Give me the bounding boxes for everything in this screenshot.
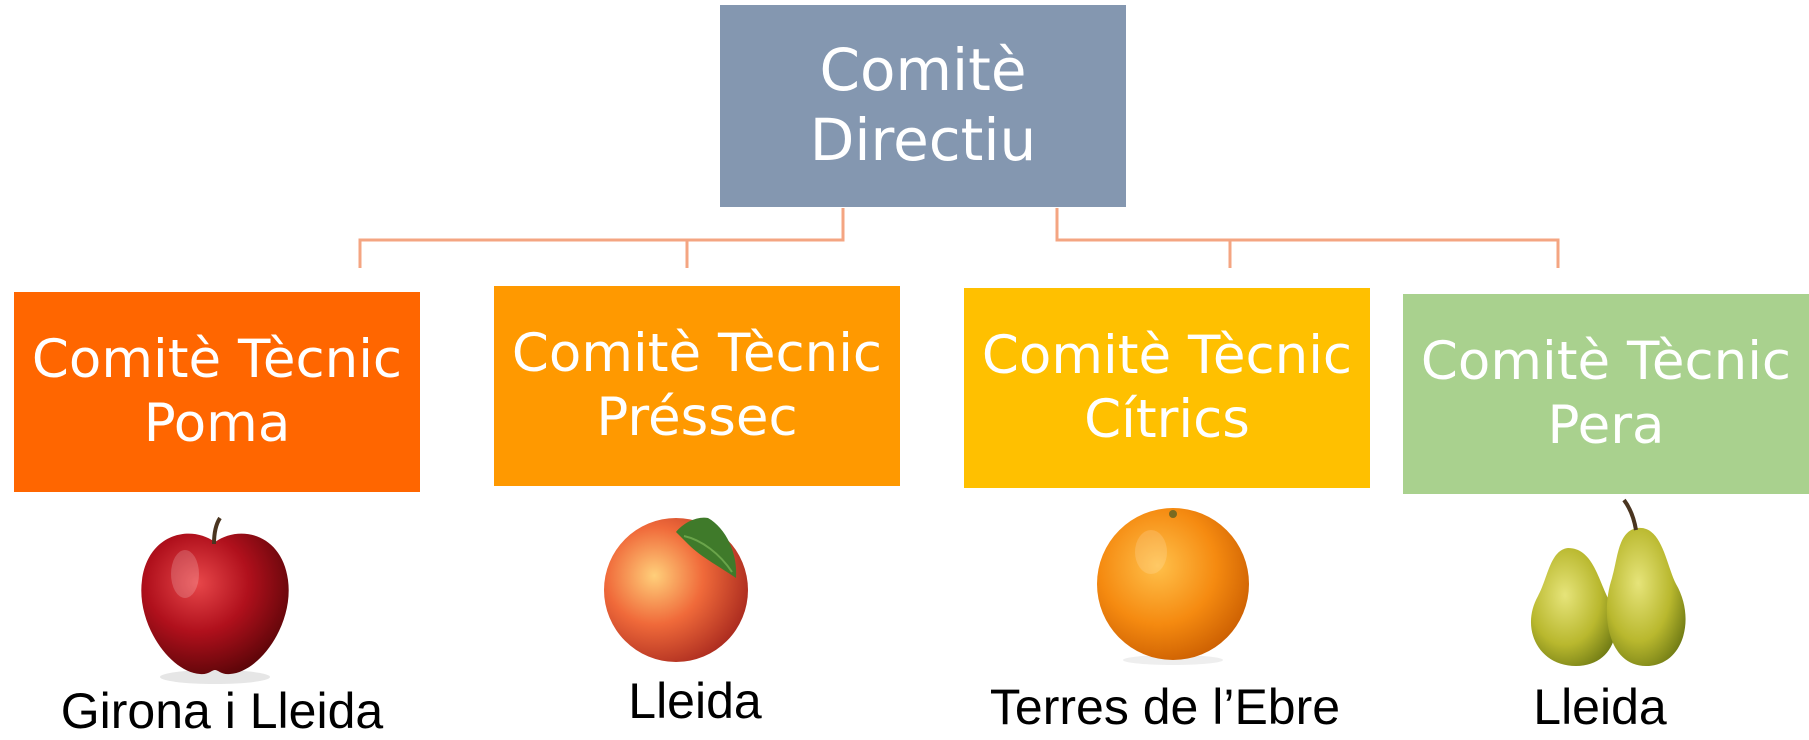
poma-line2: Poma <box>143 393 291 454</box>
comite-tecnic-pera-box: Comitè Tècnic Pera <box>1403 294 1809 494</box>
region-pressec: Lleida <box>628 673 762 729</box>
comite-directiu-box: Comitè Directiu <box>720 5 1126 207</box>
peach-icon <box>604 517 748 662</box>
region-citrics: Terres de l’Ebre <box>989 679 1341 735</box>
citrics-line2: Cítrics <box>1084 389 1250 450</box>
region-poma: Girona i Lleida <box>60 683 384 739</box>
comite-directiu-line2: Directiu <box>809 106 1037 174</box>
apple-icon <box>141 516 289 684</box>
orange-icon <box>1097 508 1249 665</box>
comite-directiu-line1: Comitè <box>819 36 1027 105</box>
comite-tecnic-pressec-box: Comitè Tècnic Préssec <box>494 286 900 486</box>
comite-tecnic-citrics-box: Comitè Tècnic Cítrics <box>964 288 1370 488</box>
pressec-line2: Préssec <box>596 387 798 448</box>
poma-line1: Comitè Tècnic <box>31 329 403 391</box>
connector-right <box>1055 208 1560 268</box>
pears-icon <box>1530 498 1686 666</box>
connector-left <box>358 208 845 268</box>
pera-line2: Pera <box>1547 395 1665 456</box>
citrics-line1: Comitè Tècnic <box>981 325 1353 387</box>
comite-tecnic-poma-box: Comitè Tècnic Poma <box>14 292 420 492</box>
region-pera: Lleida <box>1533 679 1667 735</box>
pressec-line1: Comitè Tècnic <box>511 323 883 385</box>
pera-line1: Comitè Tècnic <box>1420 331 1792 393</box>
